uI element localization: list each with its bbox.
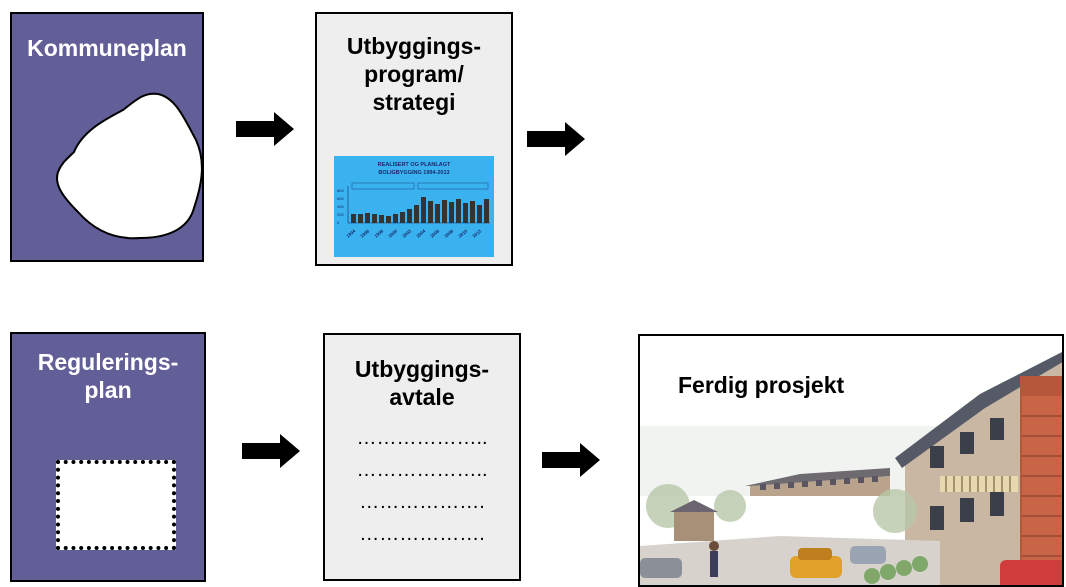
svg-text:1996: 1996 [359, 228, 370, 239]
mini-chart-bars [351, 197, 489, 223]
kommuneplan-title: Kommuneplan [27, 35, 187, 61]
utbyggingsavtale-box: Utbyggings- avtale ……………….. ……………….. ………… [323, 333, 521, 581]
utbyggingsprogram-box: Utbyggings- program/ strategi REALISERT … [315, 12, 513, 266]
mini-chart-y-ticks: 800 600 400 200 0 [337, 188, 344, 225]
reguleringsplan-box: Regulerings- plan [10, 332, 206, 582]
kommuneplan-box: Kommuneplan [10, 12, 204, 262]
arrow-right-icon [236, 112, 294, 146]
municipality-outline-icon [56, 92, 203, 240]
dotted-line: ……………….. [356, 459, 488, 481]
svg-text:1994: 1994 [345, 228, 356, 239]
arrow-right-icon [527, 122, 585, 156]
mini-chart-title-line-1: REALISERT OG PLANLAGT [378, 162, 451, 168]
parcel-dotted-outline-icon [56, 460, 176, 550]
housing-project-illustration [640, 336, 1062, 585]
svg-text:200: 200 [337, 212, 344, 217]
mini-chart: REALISERT OG PLANLAGT BOLIGBYGGING 1994-… [334, 156, 494, 257]
svg-text:2008: 2008 [443, 228, 454, 239]
dotted-line: ………………. [359, 523, 485, 545]
reguleringsplan-title-line-2: plan [84, 377, 132, 403]
svg-text:800: 800 [337, 188, 344, 193]
dotted-line: ………………. [359, 491, 485, 513]
dotted-line: ……………….. [356, 427, 488, 449]
svg-text:2006: 2006 [429, 228, 440, 239]
mini-chart-graphic: REALISERT OG PLANLAGT BOLIGBYGGING 1994-… [337, 162, 490, 239]
svg-text:2010: 2010 [457, 228, 468, 239]
arrow-right-icon [242, 434, 300, 468]
svg-text:0: 0 [337, 220, 340, 225]
svg-text:2012: 2012 [471, 228, 482, 239]
ferdig-prosjekt-box: Ferdig prosjekt [638, 334, 1064, 587]
mini-chart-title-line-2: BOLIGBYGGING 1994-2013 [378, 170, 449, 176]
svg-text:600: 600 [337, 196, 344, 201]
svg-text:2000: 2000 [387, 228, 398, 239]
arrow-right-icon [542, 443, 600, 477]
reguleringsplan-title-line-1: Regulerings- [37, 349, 179, 375]
utbyggingsavtale-title-line-1: Utbyggings- [354, 356, 490, 382]
ferdig-prosjekt-title: Ferdig prosjekt [678, 372, 845, 398]
utbyggingsavtale-title-line-2: avtale [389, 384, 455, 410]
svg-text:400: 400 [337, 204, 344, 209]
utbyggingsprogram-title-line-2: program/ [364, 61, 464, 87]
mini-chart-x-ticks: 1994 1996 1998 2000 2002 2004 2006 2008 … [345, 228, 482, 239]
utbyggingsprogram-title-line-3: strategi [372, 89, 456, 115]
svg-text:2004: 2004 [415, 228, 426, 239]
svg-text:2002: 2002 [401, 228, 412, 239]
svg-text:1998: 1998 [373, 228, 384, 239]
utbyggingsprogram-title-line-1: Utbyggings- [346, 33, 482, 59]
